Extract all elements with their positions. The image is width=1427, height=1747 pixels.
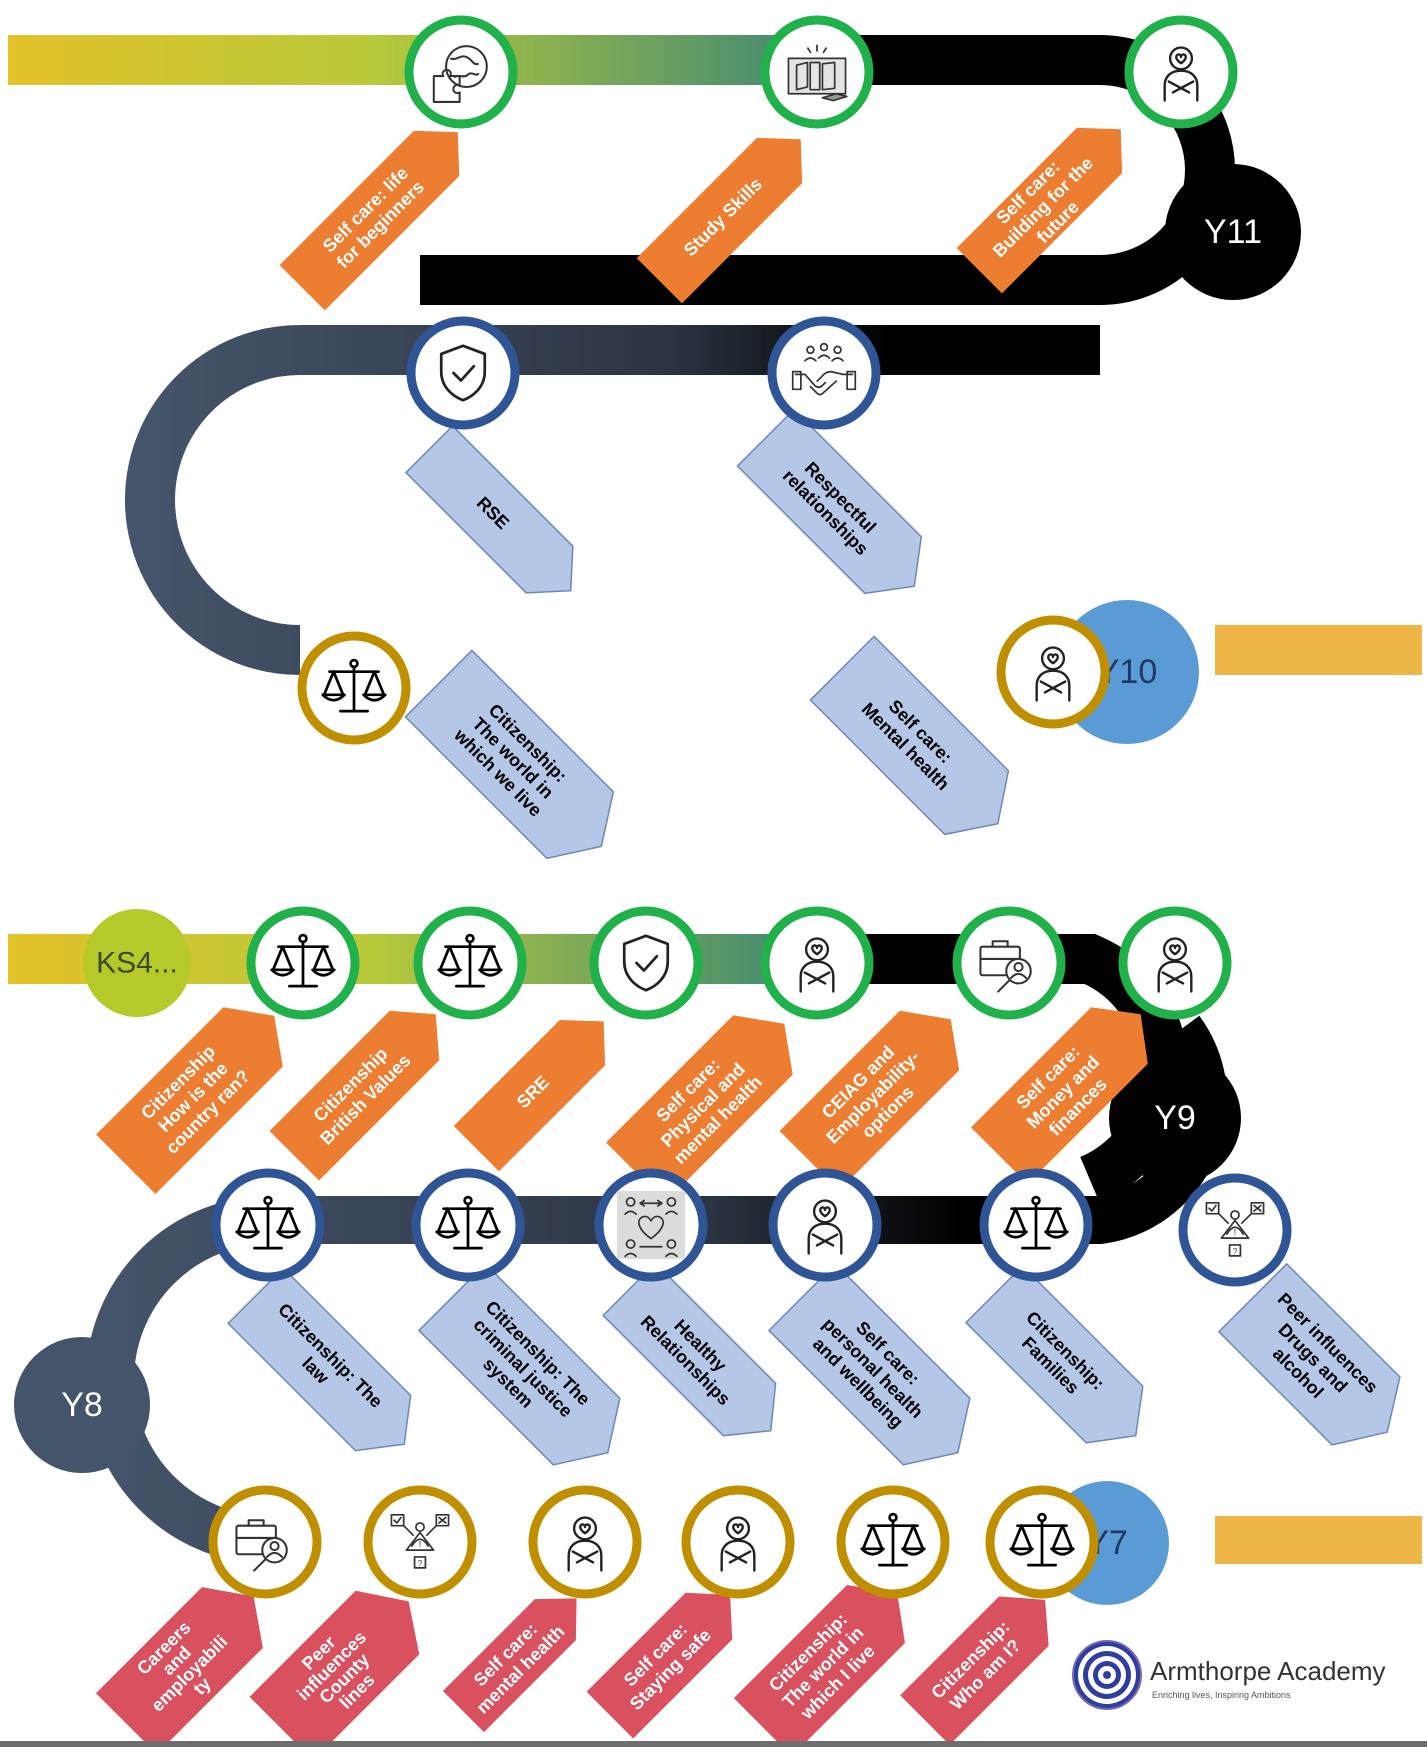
milestone[interactable]: RSE <box>404 316 594 614</box>
milestone[interactable]: Citizenship:Who am I? <box>900 1485 1099 1745</box>
logo-name: Armthorpe Academy <box>1150 1656 1386 1686</box>
milestone-tag[interactable]: Self care:mental health <box>442 1578 597 1733</box>
milestone-ring[interactable] <box>528 1485 642 1599</box>
year-badge-y8: Y8 <box>14 1337 150 1473</box>
milestone[interactable]: Self care:Mental health <box>809 615 1110 856</box>
milestone-ring[interactable] <box>767 316 881 430</box>
milestone[interactable]: Citizenship:Families <box>964 1168 1164 1464</box>
year-badge-label: Y8 <box>61 1386 103 1424</box>
milestone-ring[interactable] <box>406 316 520 430</box>
milestone-ring[interactable] <box>404 15 518 129</box>
milestone-tag[interactable]: Citizenship:Who am I? <box>900 1575 1070 1745</box>
year-badge-label: Y11 <box>1204 213 1262 251</box>
logo-tagline: Enriching lives, Inspiring Ambitions <box>1152 1690 1291 1700</box>
milestone-tag[interactable]: Self care:Mental health <box>809 635 1029 855</box>
milestone-ring[interactable] <box>996 615 1110 729</box>
road-middle <box>125 325 1100 675</box>
milestone[interactable]: SRE <box>453 906 703 1172</box>
milestone-tag[interactable]: Citizenship:Families <box>964 1264 1164 1464</box>
milestone-ring[interactable] <box>1118 906 1232 1020</box>
milestone-tag[interactable]: SRE <box>453 999 627 1172</box>
milestone-ring[interactable] <box>681 1485 795 1599</box>
milestone-ring[interactable] <box>768 1168 882 1282</box>
year-badge-ks4: KS4... <box>83 909 191 1017</box>
year-badge-y9: Y9 <box>1109 1052 1241 1184</box>
milestone-ring[interactable] <box>1124 15 1238 129</box>
year-badge-label: Y9 <box>1154 1099 1196 1137</box>
year-badge-label: KS4... <box>96 947 178 980</box>
milestone[interactable]: Self care:Staying safe <box>586 1485 795 1739</box>
milestone-ring[interactable] <box>760 906 874 1020</box>
milestone-tag[interactable]: RSE <box>404 424 594 614</box>
year-badge-y11: Y11 <box>1165 164 1301 300</box>
healthy-relationships-icon <box>617 1191 685 1259</box>
footer-rule <box>0 1741 1427 1747</box>
milestone-ring[interactable] <box>589 906 703 1020</box>
